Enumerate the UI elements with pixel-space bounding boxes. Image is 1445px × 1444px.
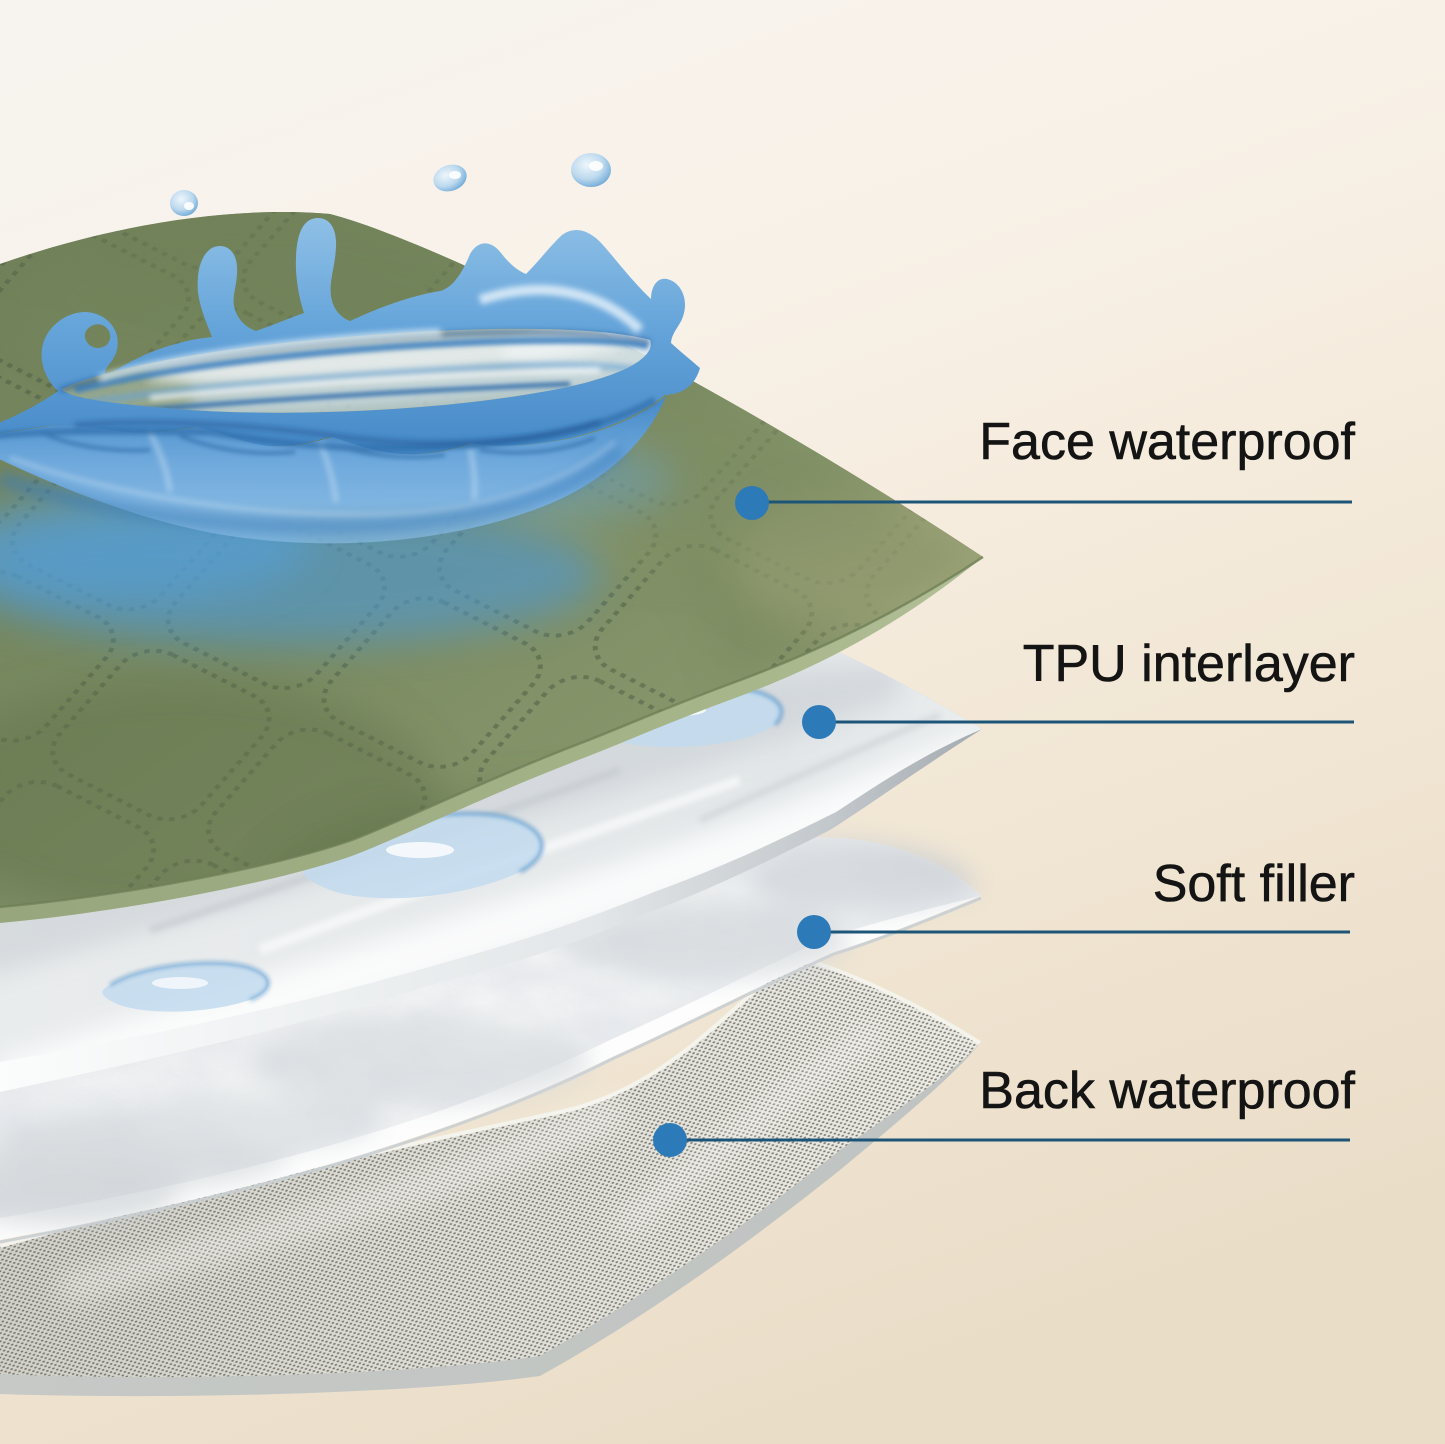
svg-text:Face waterproof: Face waterproof	[979, 413, 1355, 471]
svg-text:Soft filler: Soft filler	[1153, 855, 1355, 913]
svg-text:Back waterproof: Back waterproof	[979, 1062, 1355, 1120]
svg-text:TPU interlayer: TPU interlayer	[1023, 635, 1355, 693]
